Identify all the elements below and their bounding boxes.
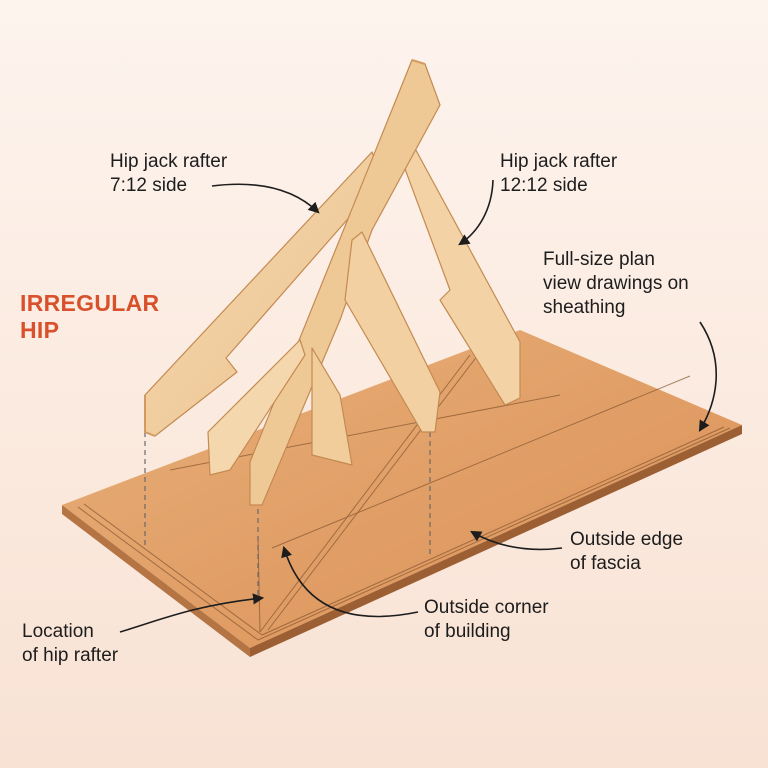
diagram-title: IRREGULAR HIP (20, 290, 159, 344)
label-fascia-edge: Outside edge of fascia (570, 528, 683, 576)
label-line: of building (424, 620, 549, 644)
label-line: of hip rafter (22, 644, 118, 668)
label-plan-drawings: Full-size plan view drawings on sheathin… (543, 248, 689, 320)
label-line: of fascia (570, 552, 683, 576)
label-line: Location (22, 620, 118, 644)
label-line: Hip jack rafter (110, 150, 227, 174)
label-line: Outside edge (570, 528, 683, 552)
label-line: 12:12 side (500, 174, 617, 198)
label-jack-rafter-12-12: Hip jack rafter 12:12 side (500, 150, 617, 198)
label-line: sheathing (543, 296, 689, 320)
label-line: 7:12 side (110, 174, 227, 198)
label-line: Hip jack rafter (500, 150, 617, 174)
label-line: view drawings on (543, 272, 689, 296)
label-line: Full-size plan (543, 248, 689, 272)
label-hip-location: Location of hip rafter (22, 620, 118, 668)
label-building-corner: Outside corner of building (424, 596, 549, 644)
label-line: Outside corner (424, 596, 549, 620)
label-jack-rafter-7-12: Hip jack rafter 7:12 side (110, 150, 227, 198)
arrow-jack-7-12 (212, 184, 318, 212)
arrow-jack-12-12 (460, 180, 493, 244)
title-line-2: HIP (20, 317, 159, 344)
title-line-1: IRREGULAR (20, 290, 159, 317)
